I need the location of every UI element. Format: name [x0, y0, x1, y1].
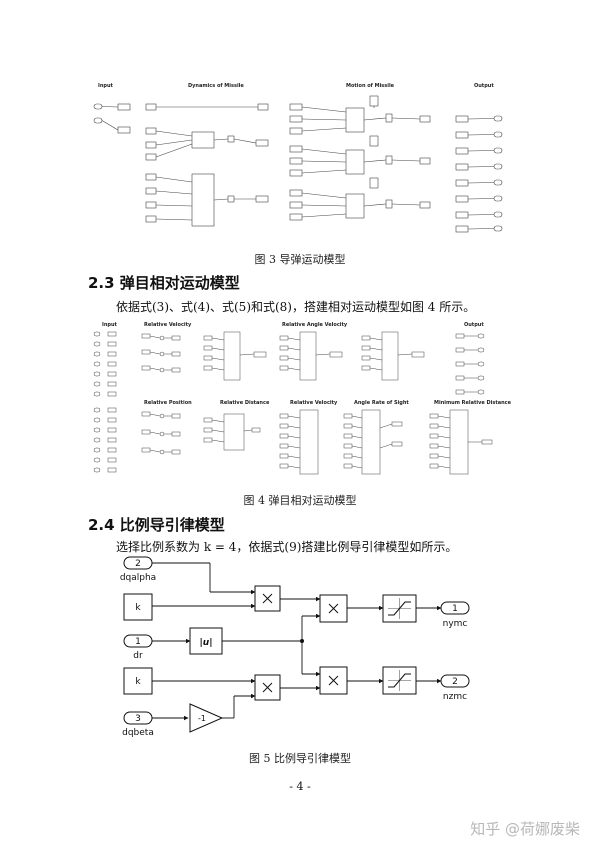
inport-dqalpha[interactable] [123, 556, 153, 570]
abs-block[interactable] [189, 627, 223, 655]
constant-k-label-1: k [135, 603, 141, 613]
section-2-3-paragraph: 依据式(3)、式(4)、式(5)和式(8)，搭建相对运动模型如图 4 所示。 [116, 300, 476, 314]
inport-dqbeta-number: 3 [135, 714, 141, 724]
fig4-header-relative-position: Relative Position [144, 400, 192, 406]
fig4-header-relative-distance: Relative Distance [220, 400, 270, 406]
fig4-header-input: Input [102, 322, 118, 328]
outport-nymc-label: nymc [443, 619, 468, 629]
watermark: 知乎 @荷娜废柴 [470, 820, 580, 838]
page-number: - 4 - [289, 780, 311, 793]
figure-5-caption: 图 5 比例导引律模型 [249, 752, 351, 765]
fig4-header-output: Output [464, 322, 484, 328]
inport-dqalpha-number: 2 [135, 559, 141, 569]
inport-dqalpha-label: dqalpha [120, 573, 156, 583]
abs-label: |u| [200, 638, 213, 648]
product-block-4[interactable] [319, 666, 348, 695]
fig4-header-relative-angle-velocity: Relative Angle Velocity [282, 322, 348, 328]
fig3-header-motion: Motion of Missile [346, 83, 395, 89]
fig4-header-angle-rate-of-sight: Angle Rate of Sight [354, 400, 409, 406]
fig3-header-output: Output [474, 83, 494, 89]
fig4-header-minimum-relative-distance: Minimum Relative Distance [434, 400, 512, 406]
gain-label: -1 [198, 714, 206, 723]
inport-dr-label: dr [133, 651, 143, 661]
saturation-icon [388, 598, 411, 619]
saturation-icon [388, 670, 411, 691]
inport-dqbeta[interactable] [123, 711, 153, 725]
fig3-header-input: Input [98, 83, 114, 89]
junction-dot [300, 639, 304, 643]
fig3-header-dynamics: Dynamics of Missile [188, 83, 244, 89]
outport-nzmc-number: 2 [452, 677, 458, 687]
figure-4-caption: 图 4 弹目相对运动模型 [243, 494, 357, 507]
fig4-header-relative-velocity: Relative Velocity [144, 322, 192, 328]
figure-5-proportional-navigation-diagram: 2 dqalpha k 1 dr |u| k 3 dqbeta -1 1 nym… [120, 556, 470, 738]
constant-k-block-1[interactable] [123, 593, 153, 621]
constant-k-label-2: k [135, 677, 141, 687]
figure-3-caption: 图 3 导弹运动模型 [254, 253, 346, 266]
outport-nymc-number: 1 [452, 604, 458, 614]
section-2-3-heading: 2.3 弹目相对运动模型 [88, 274, 240, 292]
constant-k-block-2[interactable] [123, 667, 153, 695]
outport-nymc[interactable] [440, 601, 470, 615]
section-2-4-heading: 2.4 比例导引律模型 [88, 516, 225, 534]
inport-dr[interactable] [123, 634, 153, 648]
fig4-header-relative-velocity-2: Relative Velocity [290, 400, 338, 406]
product-block-1[interactable] [254, 585, 281, 612]
outport-nzmc-label: nzmc [443, 692, 467, 702]
outport-nzmc[interactable] [440, 674, 470, 688]
figure-4-relative-motion-diagram: Input Relative Velocity Relative Angle V… [93, 322, 512, 475]
inport-dqbeta-label: dqbeta [122, 728, 154, 738]
section-2-4-paragraph: 选择比例系数为 k = 4，依据式(9)搭建比例导引律模型如所示。 [116, 540, 458, 554]
figure-3-missile-motion-diagram: Input Dynamics of Missile Motion of Miss… [93, 83, 503, 233]
inport-dr-number: 1 [135, 637, 141, 647]
gain-block[interactable] [189, 703, 224, 733]
